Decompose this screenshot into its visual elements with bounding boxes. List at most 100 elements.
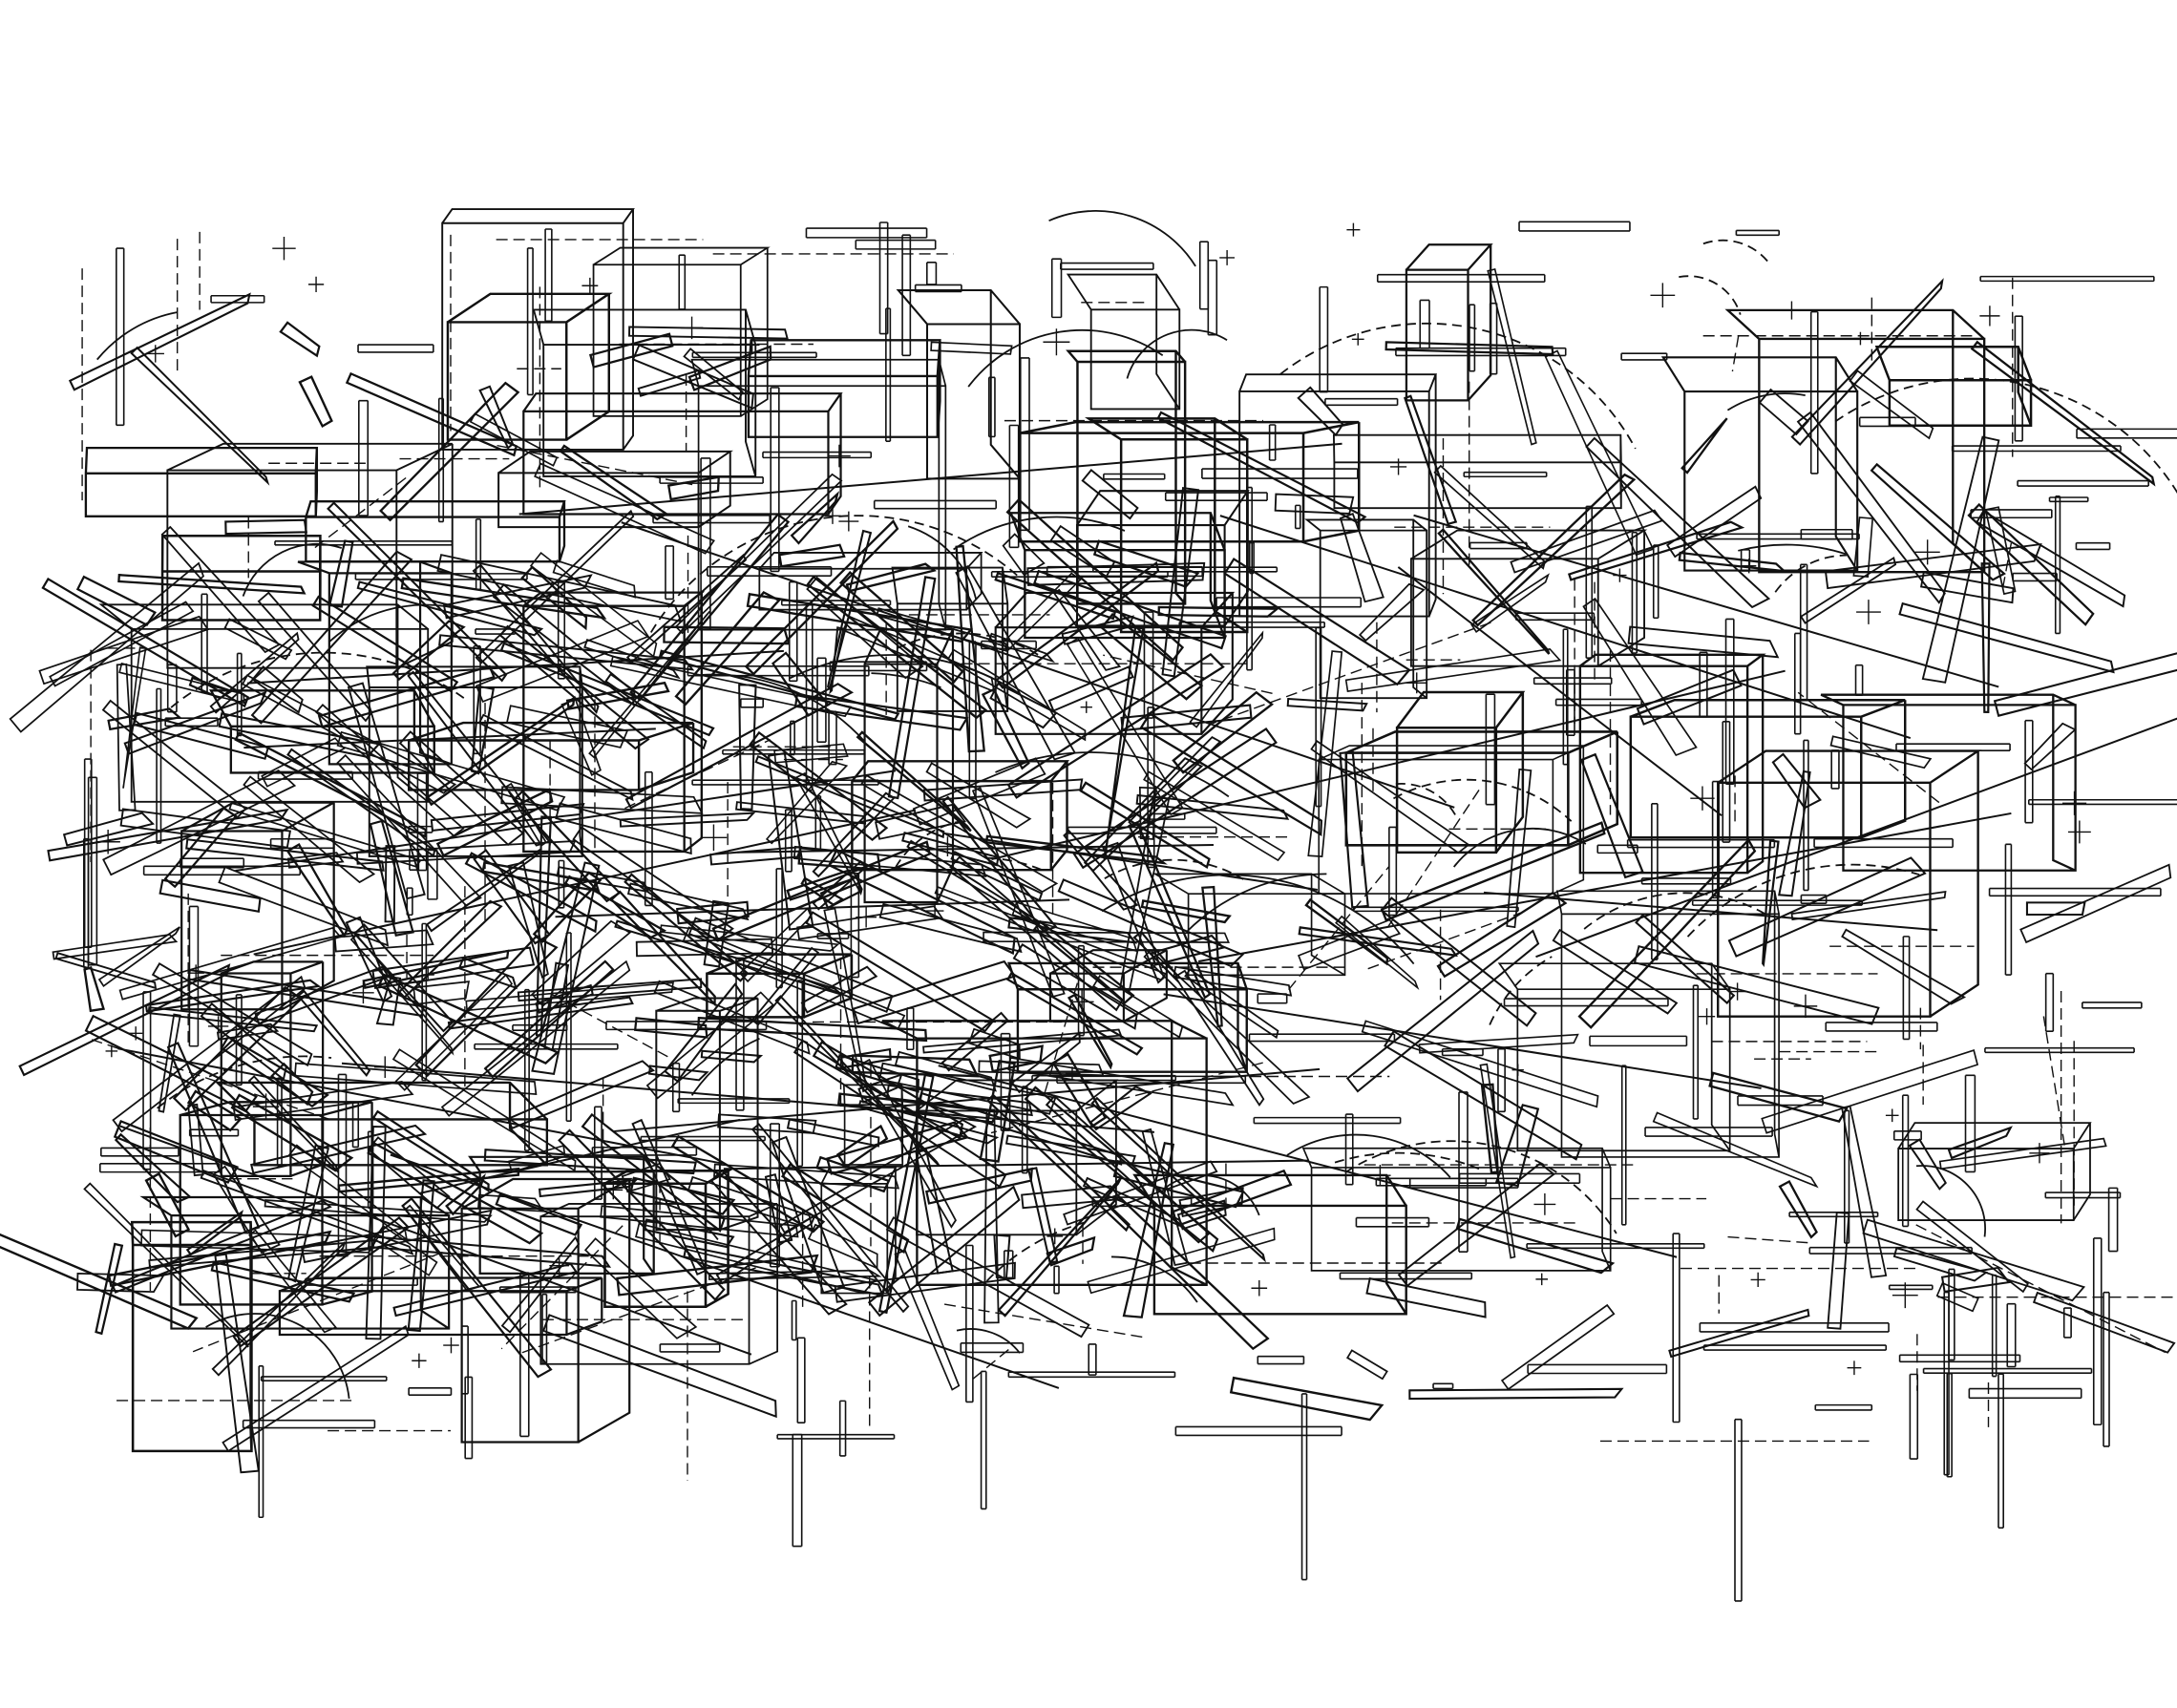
cross-mark — [938, 836, 958, 856]
diagonal-beam — [555, 898, 1070, 918]
arc — [986, 856, 1047, 873]
slanted-plank — [367, 1141, 544, 1245]
beam — [188, 1128, 240, 1137]
beam — [1988, 887, 2162, 897]
post — [1631, 531, 1638, 654]
beam — [677, 1098, 791, 1105]
beam — [1248, 1033, 1396, 1043]
slanted-plank — [1361, 1020, 1599, 1108]
arc — [649, 515, 1022, 633]
diagonal-beam — [723, 1159, 1308, 1170]
cross-mark — [1390, 458, 1407, 475]
post — [1734, 1418, 1743, 1602]
cross-mark — [129, 1026, 143, 1041]
slanted-plank — [1455, 1217, 1616, 1275]
slanted-plank — [500, 1235, 581, 1334]
slanted-plank — [867, 1185, 1021, 1318]
arc — [985, 1220, 1090, 1282]
slanted-plank — [559, 444, 669, 521]
slanted-plank — [800, 876, 845, 906]
cross-mark — [1914, 539, 1940, 565]
slanted-plank — [1980, 562, 1991, 713]
cross-mark — [146, 345, 164, 363]
post — [358, 399, 370, 517]
beam — [1922, 1367, 2093, 1375]
dashed-line — [2042, 1016, 2065, 1146]
slanted-plank — [1758, 388, 1809, 436]
slanted-plank — [529, 552, 658, 658]
beam — [210, 294, 265, 304]
slanted-plank — [1119, 794, 1171, 993]
slanted-plank — [41, 577, 250, 708]
beam — [1060, 262, 1154, 270]
beam — [829, 661, 928, 672]
slanted-plank — [1827, 1211, 1850, 1330]
arc — [956, 1328, 1021, 1354]
post — [1198, 241, 1210, 310]
slanted-plank — [647, 1065, 709, 1082]
slanted-plank — [68, 292, 251, 391]
slanted-plank — [1796, 411, 1946, 604]
slanted-plank — [836, 1092, 1000, 1124]
slanted-plank — [293, 1062, 538, 1096]
slanted-plank — [1122, 1141, 1175, 1318]
beam — [354, 573, 528, 580]
slanted-plank — [1066, 637, 1184, 816]
slanted-plank — [298, 375, 333, 429]
slanted-plank — [1397, 1162, 1555, 1288]
slanted-plank — [825, 1121, 969, 1175]
arc — [1583, 892, 1768, 930]
dashed-line — [500, 1225, 624, 1350]
cross-mark — [2067, 820, 2091, 844]
slanted-plank — [1506, 768, 1532, 929]
beam — [2012, 572, 2058, 582]
slanted-plank — [159, 878, 262, 914]
beam — [1691, 899, 1863, 906]
post — [427, 849, 438, 900]
slanted-plank — [780, 1162, 910, 1255]
box-frame — [1301, 1147, 1612, 1272]
post — [416, 772, 428, 872]
slanted-plank — [371, 1109, 490, 1193]
cross-mark — [421, 968, 434, 981]
slanted-plank — [465, 981, 674, 1012]
slanted-plank — [894, 1050, 997, 1092]
post — [1458, 1091, 1469, 1253]
slanted-planks — [0, 267, 2177, 1474]
dashed-line — [1103, 654, 1273, 695]
slanted-plank — [629, 1176, 736, 1215]
slanted-plank — [365, 1126, 387, 1340]
slanted-plank — [628, 326, 789, 340]
slanted-plank — [1172, 690, 1275, 774]
slanted-plank — [815, 1155, 891, 1193]
arc — [96, 311, 179, 361]
dashed-line — [1387, 790, 1480, 928]
beam — [1007, 1371, 1176, 1379]
slanted-plank — [247, 1075, 339, 1174]
slanted-plank — [600, 1205, 799, 1238]
post — [1793, 632, 1802, 735]
slanted-plank — [369, 819, 414, 938]
slanted-plank — [875, 803, 967, 840]
slanted-plank — [185, 838, 385, 872]
slanted-plank — [481, 861, 601, 893]
slanted-plank — [336, 730, 566, 812]
slanted-plank — [744, 518, 899, 676]
slanted-plank — [1470, 573, 1550, 634]
beam — [1596, 844, 1638, 854]
post — [1909, 1373, 1919, 1460]
beam — [776, 1433, 896, 1440]
beam — [1432, 1382, 1454, 1390]
slanted-plank — [337, 1167, 520, 1193]
beam — [1257, 1355, 1305, 1365]
slanted-plank — [1012, 943, 1138, 1030]
beam — [1352, 906, 1519, 913]
slanted-plank — [581, 1112, 726, 1233]
slanted-plank — [709, 1169, 848, 1316]
post — [367, 1130, 374, 1210]
slanted-plank — [922, 1028, 1123, 1054]
post — [1053, 1265, 1060, 1295]
slanted-plank — [1339, 513, 1384, 603]
slanted-plank — [735, 801, 867, 825]
